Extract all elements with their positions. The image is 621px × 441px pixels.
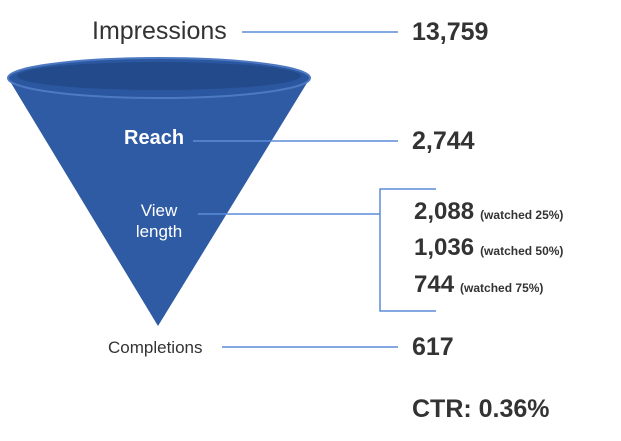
view-75-note: (watched 75%): [460, 281, 544, 295]
view-50-value: 1,036: [414, 234, 475, 261]
view-25-row: 2,088 (watched 25%): [414, 198, 563, 226]
view-25-value: 2,088: [414, 198, 475, 225]
view-50-row: 1,036 (watched 50%): [414, 234, 563, 262]
completions-value: 617: [412, 333, 454, 361]
reach-label: Reach: [124, 127, 185, 149]
funnel-opening: [17, 62, 301, 90]
completions-label: Completions: [108, 338, 203, 357]
impressions-value: 13,759: [412, 18, 489, 46]
view-length-bracket: [379, 188, 436, 312]
view-50-note: (watched 50%): [480, 244, 564, 258]
impressions-label: Impressions: [92, 17, 227, 45]
ctr-value: CTR: 0.36%: [412, 395, 550, 423]
view-length-label: View length: [135, 201, 183, 241]
view-75-row: 744 (watched 75%): [414, 271, 543, 299]
view-75-value: 744: [414, 271, 455, 298]
funnel-cone: [8, 78, 310, 326]
view-25-note: (watched 25%): [480, 208, 564, 222]
reach-value: 2,744: [412, 127, 475, 155]
